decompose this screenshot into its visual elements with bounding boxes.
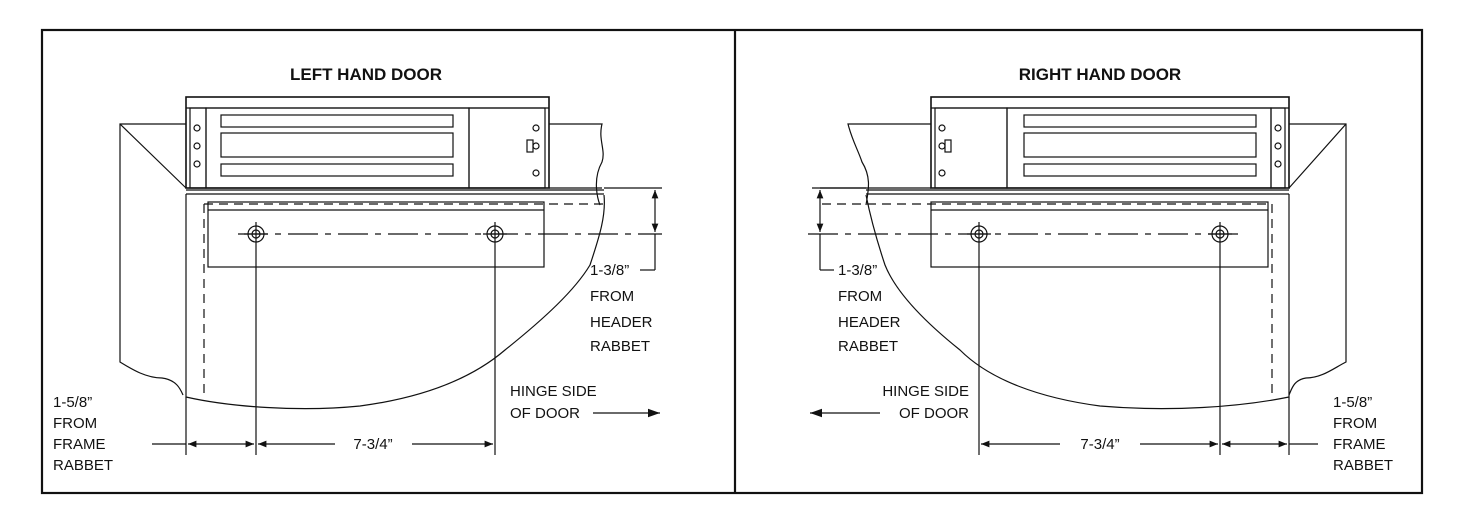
mounting-hole-right-2 <box>1208 222 1232 246</box>
left-hinge-2: OF DOOR <box>510 405 580 422</box>
right-header-dim-3: HEADER <box>838 314 901 331</box>
right-hinge-2: OF DOOR <box>899 405 969 422</box>
right-hinge-1: HINGE SIDE <box>882 383 969 400</box>
right-hand-door-panel: RIGHT HAND DOOR <box>808 65 1393 474</box>
left-frame-dim-3: FRAME <box>53 436 106 453</box>
right-spacing-dim: 7-3/4” <box>1080 436 1119 453</box>
right-title: RIGHT HAND DOOR <box>1019 65 1181 84</box>
left-header-dim-1: 1-3/8” <box>590 262 629 279</box>
outer-frame <box>40 28 1424 495</box>
magnet-housing-left <box>185 96 550 189</box>
right-header-dim-2: FROM <box>838 288 882 305</box>
right-header-dim-4: RABBET <box>838 338 898 355</box>
left-title: LEFT HAND DOOR <box>290 65 442 84</box>
left-header-dim-3: HEADER <box>590 314 653 331</box>
mounting-hole-right-1 <box>967 222 991 246</box>
right-frame-dim-4: RABBET <box>1333 457 1393 474</box>
left-frame-dim-2: FROM <box>53 415 97 432</box>
left-header-dim-2: FROM <box>590 288 634 305</box>
mounting-hole-left-1 <box>244 222 268 246</box>
right-header-dim-1: 1-3/8” <box>838 262 877 279</box>
right-frame-dim-1: 1-5/8” <box>1333 394 1372 411</box>
left-header-dim-4: RABBET <box>590 338 650 355</box>
left-frame-dim-1: 1-5/8” <box>53 394 92 411</box>
mounting-hole-left-2 <box>483 222 507 246</box>
right-frame-dim-3: FRAME <box>1333 436 1386 453</box>
magnet-housing-right <box>930 96 1290 189</box>
left-frame-dim-4: RABBET <box>53 457 113 474</box>
left-hinge-1: HINGE SIDE <box>510 383 597 400</box>
right-frame-dim-2: FROM <box>1333 415 1377 432</box>
left-hand-door-panel: LEFT HAND DOOR <box>53 65 662 474</box>
left-spacing-dim: 7-3/4” <box>353 436 392 453</box>
